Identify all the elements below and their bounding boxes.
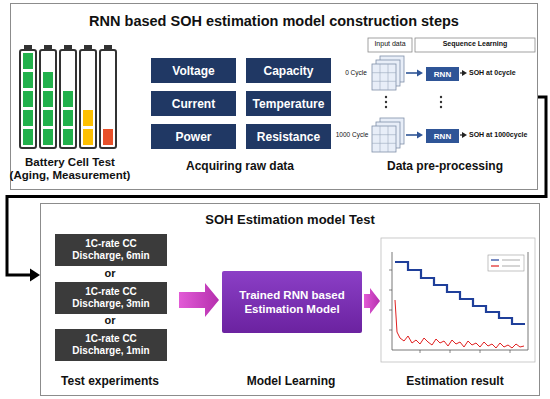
or-label: or <box>95 314 125 327</box>
rnn-box: RNN <box>426 129 459 143</box>
data-name: Temperature <box>253 97 325 111</box>
rnn-label: RNN <box>434 132 451 141</box>
step-caption: Acquiring raw data <box>150 160 330 174</box>
flow-arrow <box>179 283 219 317</box>
data-box: Voltage <box>151 58 236 83</box>
output-label: SOH at 1000cycle <box>469 131 537 139</box>
experiment-box: 1C-rate CC Discharge, 3min <box>55 282 167 314</box>
or-label: or <box>95 267 125 280</box>
experiment-box: 1C-rate CC Discharge, 6min <box>55 234 167 266</box>
rnn-label: RNN <box>434 70 451 79</box>
step-caption: Model Learning <box>221 375 361 389</box>
output-label: SOH at 0cycle <box>469 69 537 77</box>
panel-title: SOH Estimation model Test <box>41 212 539 227</box>
experiment-label: 1C-rate CC Discharge, 6min <box>60 238 162 263</box>
experiment-label: 1C-rate CC Discharge, 3min <box>60 286 162 311</box>
data-name: Capacity <box>263 64 313 78</box>
flow-arrow <box>364 288 380 314</box>
data-name: Resistance <box>257 130 320 144</box>
data-box: Capacity <box>246 58 331 83</box>
model-label: Trained RNN based Estimation Model <box>232 288 352 317</box>
data-box: Temperature <box>246 91 331 116</box>
sketch-label: Input data <box>368 40 412 48</box>
test-panel: SOH Estimation model Test 1C-rate CC Disc… <box>40 203 540 396</box>
cycle-label: 0 Cycle <box>342 69 370 76</box>
rnn-box: RNN <box>426 67 459 81</box>
data-name: Voltage <box>172 64 214 78</box>
experiment-box: 1C-rate CC Discharge, 1min <box>55 329 167 361</box>
data-name: Power <box>175 130 211 144</box>
data-name: Current <box>172 97 215 111</box>
step-caption: Data pre-processing <box>360 160 530 174</box>
sketch-label: Sequence Learning <box>415 40 535 48</box>
experiment-label: 1C-rate CC Discharge, 1min <box>60 333 162 358</box>
panel-title: RNN based SOH estimation model construct… <box>11 13 537 29</box>
step-caption: Test experiments <box>40 375 180 389</box>
cycle-label: 1000 Cycle <box>333 131 371 138</box>
data-box: Resistance <box>246 124 331 149</box>
data-box: Power <box>151 124 236 149</box>
model-box: Trained RNN based Estimation Model <box>222 271 362 333</box>
result-chart <box>381 238 535 362</box>
step-caption: Estimation result <box>385 375 525 389</box>
step-caption: Battery Cell Test (Aging, Measurement) <box>5 156 135 182</box>
battery-icons <box>20 45 116 148</box>
data-box: Current <box>151 91 236 116</box>
